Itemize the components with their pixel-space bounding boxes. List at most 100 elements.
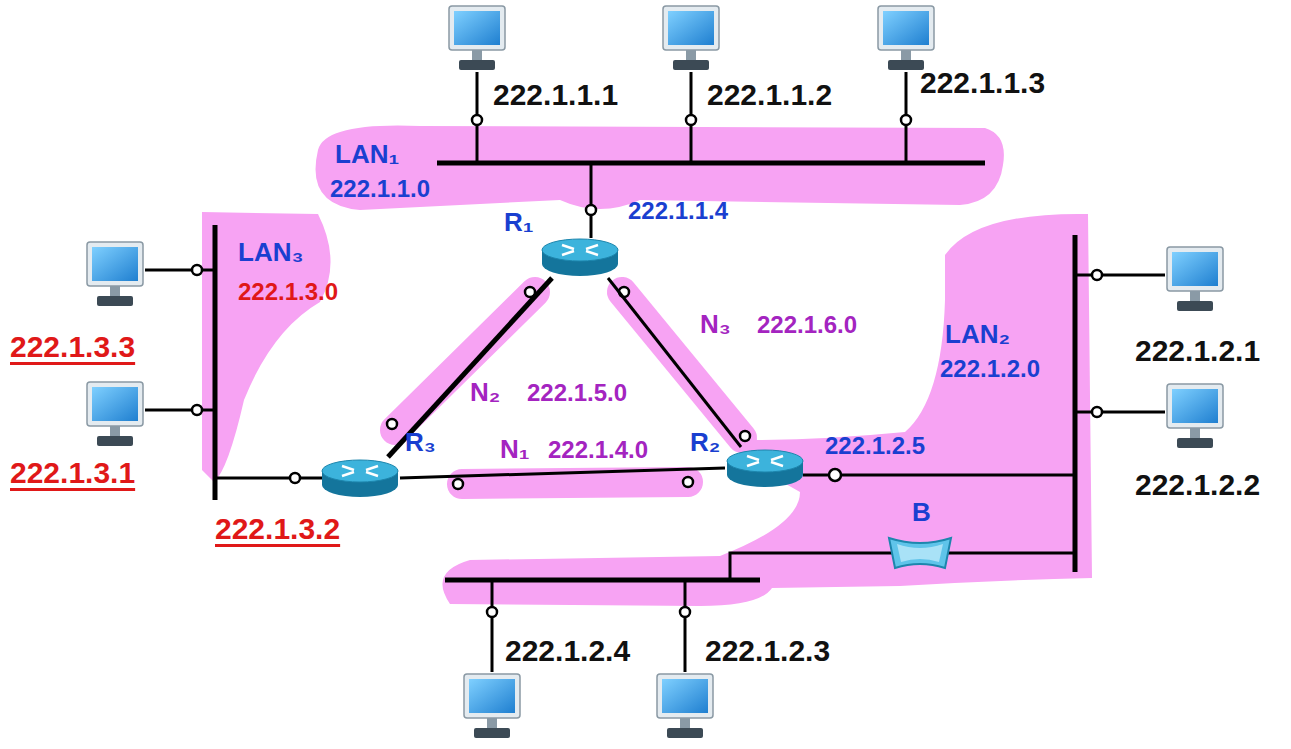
drop-wire — [145, 72, 1165, 672]
ip-label: 222.1.3.3 — [10, 330, 135, 363]
host-computer — [878, 6, 934, 70]
network-address: 222.1.6.0 — [757, 312, 857, 338]
router-arrow — [771, 456, 783, 460]
ip-label: 222.1.2.3 — [705, 634, 830, 667]
lan2-region — [442, 214, 1092, 606]
network-address: 222.1.5.0 — [527, 380, 627, 406]
interface-dot — [387, 419, 397, 429]
router-icon — [540, 236, 620, 278]
host-computer — [1167, 384, 1223, 448]
interface-dot — [453, 479, 463, 489]
router-arrow — [562, 251, 574, 255]
bridge-name: B — [912, 498, 931, 527]
network-address: 222.1.2.0 — [940, 356, 1040, 382]
router-arrows — [747, 456, 783, 466]
ip-label: 222.1.2.2 — [1135, 468, 1260, 501]
interface-dot — [586, 205, 596, 215]
network-name: LAN₂ — [945, 320, 1010, 349]
router: R₃ — [320, 457, 400, 499]
router-name: R₁ — [504, 208, 534, 237]
ip-label: 222.1.1.1 — [493, 78, 618, 111]
network-band — [395, 292, 742, 484]
router-arrow — [342, 466, 354, 470]
router-arrow — [366, 472, 378, 476]
network-region — [202, 126, 1092, 607]
ip-label: 222.1.1.2 — [707, 78, 832, 111]
router-arrows — [342, 466, 378, 476]
network-name: N₁ — [500, 435, 530, 464]
interface-dot — [901, 115, 911, 125]
ip-label: 222.1.3.1 — [10, 456, 135, 489]
interface-dot — [686, 115, 696, 125]
router-arrow — [586, 251, 598, 255]
interface-dot — [680, 607, 690, 617]
host-computer — [449, 6, 505, 70]
network-name: N₂ — [470, 378, 500, 407]
network-name: LAN₁ — [335, 140, 399, 169]
interface-dot — [472, 115, 482, 125]
router-arrow — [366, 466, 378, 470]
router: R₁ — [540, 236, 620, 278]
network-address: 222.1.3.0 — [238, 279, 338, 305]
router-arrow — [586, 245, 598, 249]
router-arrow — [747, 462, 759, 466]
network-name: N₃ — [700, 310, 731, 339]
lan3-bus — [213, 225, 218, 500]
n1-band — [462, 482, 688, 484]
interface-dot — [192, 115, 1102, 617]
router-arrow — [342, 472, 354, 476]
router-arrows — [562, 245, 598, 255]
router-arrow — [562, 245, 574, 249]
host-drop — [491, 580, 494, 672]
host-computer — [87, 382, 143, 446]
lan2-bus — [1073, 235, 1078, 572]
router-name: R₃ — [405, 428, 436, 457]
host-computer — [464, 674, 520, 738]
interface-dot — [740, 431, 750, 441]
network-address: 222.1.1.0 — [330, 176, 430, 202]
host-drop — [145, 409, 215, 412]
router: R₂ — [725, 447, 805, 489]
interface-dot — [192, 265, 202, 275]
lan-wire — [215, 163, 1075, 580]
ip-label: 222.1.3.2 — [215, 512, 340, 545]
host-computer — [87, 242, 143, 306]
bridge: B — [885, 534, 955, 572]
ip-label: 222.1.1.3 — [920, 66, 1045, 99]
host-drop — [145, 269, 215, 272]
router-icon — [725, 447, 805, 489]
interface-dot — [290, 473, 300, 483]
host-computer — [657, 674, 713, 738]
ip-label: 222.1.2.5 — [825, 433, 925, 459]
router-link — [608, 278, 741, 447]
network-address: 222.1.4.0 — [548, 437, 648, 463]
host-computer — [663, 6, 719, 70]
router-top — [727, 450, 803, 472]
router-link — [388, 278, 552, 457]
router-arrow — [771, 462, 783, 466]
network-name: LAN₃ — [238, 238, 303, 267]
bridge-body — [889, 538, 951, 568]
ip-label: 222.1.1.4 — [628, 198, 728, 224]
bridge-icon — [885, 534, 955, 572]
host-drop — [1075, 411, 1165, 414]
host-drop — [1075, 274, 1165, 277]
interface-dot — [829, 469, 841, 481]
n3-band — [622, 292, 742, 438]
interface-dot — [1092, 270, 1102, 280]
interface-dot — [683, 477, 693, 487]
router-arrow — [747, 456, 759, 460]
router-drop — [803, 474, 1075, 477]
lan1-bus — [437, 161, 985, 166]
n2-band — [395, 292, 535, 430]
ip-label: 222.1.2.4 — [505, 634, 630, 667]
router-top — [322, 460, 398, 482]
bridge-face — [897, 544, 943, 562]
ip-label: 222.1.2.1 — [1135, 334, 1260, 367]
router-icon — [320, 457, 400, 499]
host-computer — [1167, 247, 1223, 311]
router-link — [400, 468, 725, 478]
interface-dot — [192, 405, 202, 415]
